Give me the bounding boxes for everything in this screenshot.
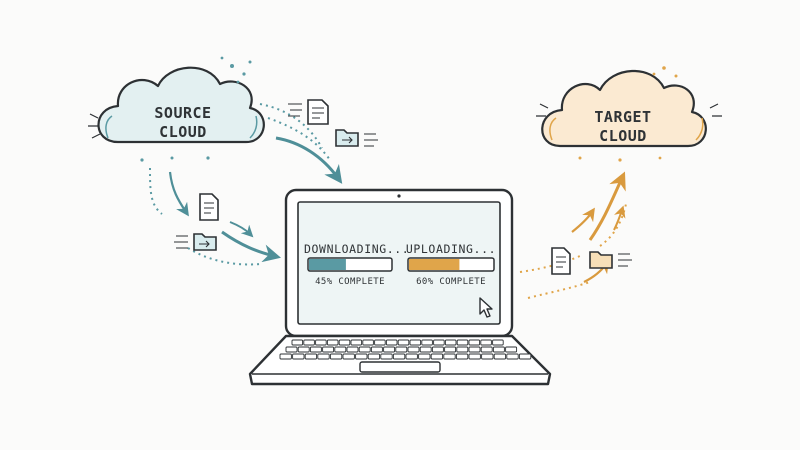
keyboard-key [405,353,418,360]
keyboard-key [303,339,315,346]
download-label: DOWNLOADING... [304,242,410,256]
keyboard-key [505,346,518,353]
keyboard-key [421,339,433,346]
keyboard-key [392,353,406,360]
document-icon [199,193,219,221]
keyboard-key [407,346,420,353]
download-flow [149,103,343,266]
keyboard-key [419,346,432,353]
keyboard-key [291,339,304,346]
keyboard-key [383,346,396,353]
download-caption: 45% COMPLETE [315,277,385,287]
folder-icon [589,251,632,269]
keyboard-key [468,346,481,353]
target-cloud-label: TARGET CLOUD [578,108,668,146]
keyboard-key [444,346,457,353]
folder-icon [174,233,217,251]
keyboard-key [444,339,457,346]
keyboard-key [433,339,445,346]
keyboard-key [380,353,393,360]
keyboard-key [322,346,335,353]
keyboard-key [455,353,469,360]
document-icon [288,99,329,125]
keyboard-key [326,339,339,346]
keyboard-key [418,353,431,360]
document-icon [551,247,571,275]
keyboard-key [362,339,374,346]
keyboard-key [350,339,363,346]
upload-flow [519,171,627,299]
upload-progress-bar [407,257,495,272]
keyboard-key [334,346,347,353]
keyboard-key [304,353,318,360]
source-cloud-line1: SOURCE [154,104,212,122]
keyboard-key [397,339,410,346]
source-cloud [88,56,265,162]
source-cloud-label: SOURCE CLOUD [138,104,228,142]
keyboard-key [506,353,519,360]
keyboard-key [297,346,310,353]
keyboard-key [431,346,444,353]
keyboard-key [468,353,481,360]
keyboard-key [367,353,381,360]
target-cloud-line2: CLOUD [599,127,647,145]
upload-label: UPLOADING... [405,242,497,256]
keyboard-key [342,353,355,360]
keyboard [279,339,532,360]
folder-icon [335,129,378,147]
keyboard-key [480,346,493,353]
keyboard-key [468,339,481,346]
keyboard-key [317,353,330,360]
keyboard-key [481,353,494,360]
keyboard-key [430,353,444,360]
keyboard-key [358,346,371,353]
keyboard-key [346,346,359,353]
keyboard-key [492,346,505,353]
keyboard-key [329,353,343,360]
keyboard-key [395,346,408,353]
upload-caption: 60% COMPLETE [416,277,486,287]
source-cloud-line2: CLOUD [159,123,207,141]
keyboard-key [355,353,368,360]
keyboard-key [292,353,305,360]
keyboard-key [279,353,292,360]
keyboard-key [493,353,507,360]
keyboard-key [385,339,398,346]
keyboard-key [285,346,298,353]
keyboard-key [443,353,456,360]
keyboard-key [309,346,322,353]
keyboard-key [315,339,327,346]
keyboard-key [370,346,383,353]
download-progress-bar [307,257,393,272]
laptop [248,188,552,386]
keyboard-key [338,339,351,346]
target-cloud [536,66,722,162]
keyboard-key [492,339,504,346]
keyboard-key [456,339,469,346]
keyboard-key [480,339,492,346]
target-cloud-line1: TARGET [594,108,652,126]
keyboard-key [409,339,422,346]
keyboard-key [456,346,469,353]
keyboard-key [518,353,532,360]
cursor-icon [479,297,493,318]
keyboard-key [374,339,386,346]
